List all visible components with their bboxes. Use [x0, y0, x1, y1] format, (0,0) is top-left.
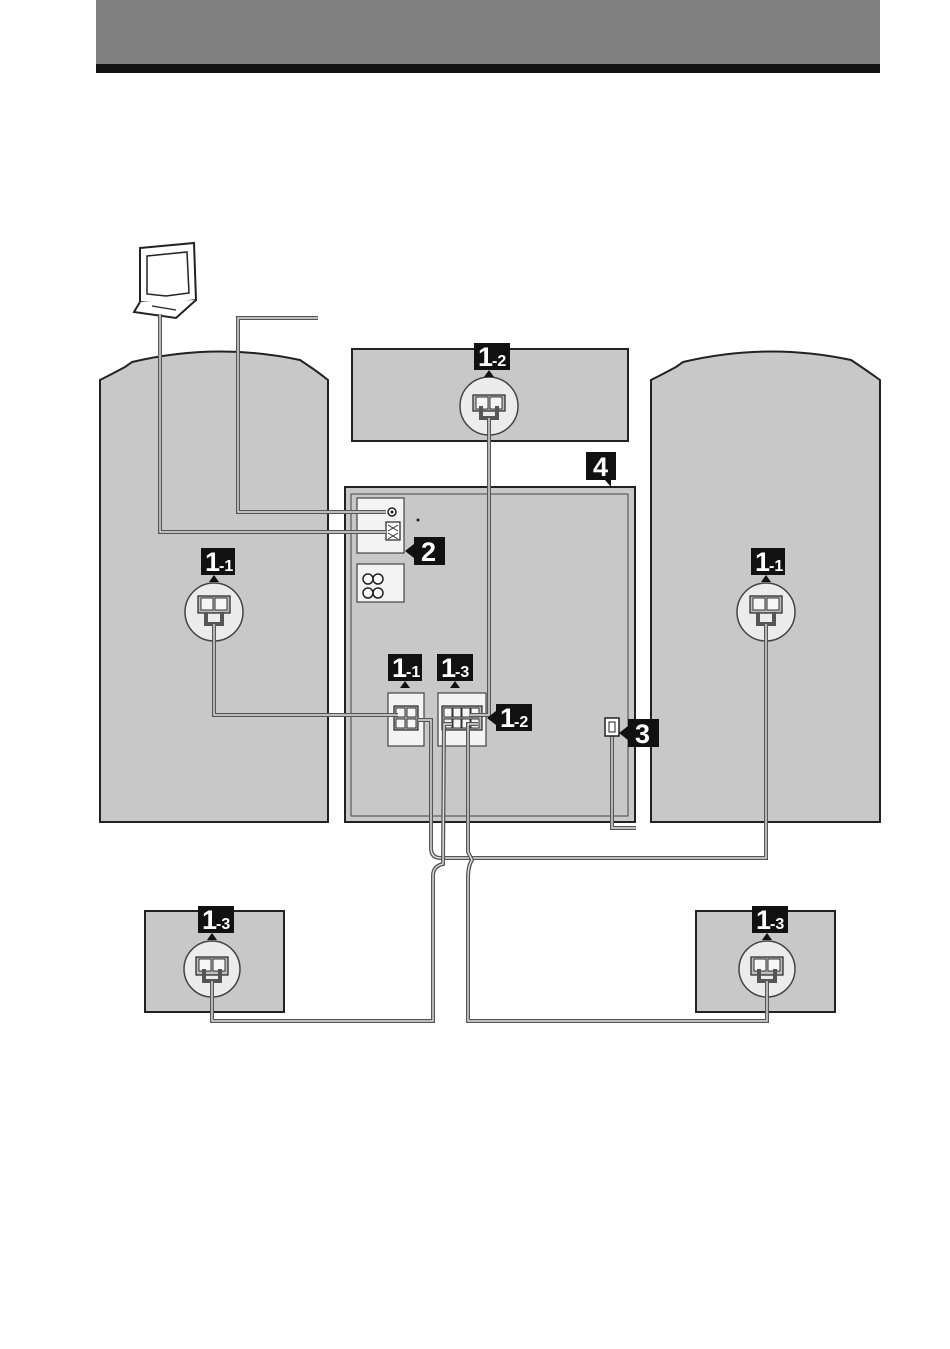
- svg-text:1: 1: [755, 547, 770, 577]
- svg-text:-3: -3: [216, 916, 230, 933]
- svg-text:-1: -1: [219, 558, 233, 575]
- header-bar: [96, 0, 880, 64]
- svg-text:2: 2: [421, 537, 436, 567]
- svg-text:3: 3: [635, 719, 650, 749]
- am-loop-antenna-icon: [134, 243, 196, 318]
- svg-text:1: 1: [500, 703, 515, 733]
- svg-text:1: 1: [478, 342, 493, 372]
- svg-text:1: 1: [392, 653, 407, 683]
- svg-text:-2: -2: [492, 353, 506, 370]
- svg-text:1: 1: [202, 905, 217, 935]
- svg-text:-3: -3: [455, 664, 469, 681]
- svg-text:4: 4: [593, 452, 608, 482]
- power-plug-icon: [605, 718, 619, 736]
- svg-text:1: 1: [205, 547, 220, 577]
- svg-text:-2: -2: [514, 714, 528, 731]
- step-label-4: 4: [586, 452, 616, 487]
- svg-text:-1: -1: [406, 664, 420, 681]
- svg-text:1: 1: [756, 905, 771, 935]
- header-rule: [96, 64, 880, 73]
- svg-text:-1: -1: [769, 558, 783, 575]
- svg-text:-3: -3: [770, 916, 784, 933]
- svg-text:1: 1: [441, 653, 456, 683]
